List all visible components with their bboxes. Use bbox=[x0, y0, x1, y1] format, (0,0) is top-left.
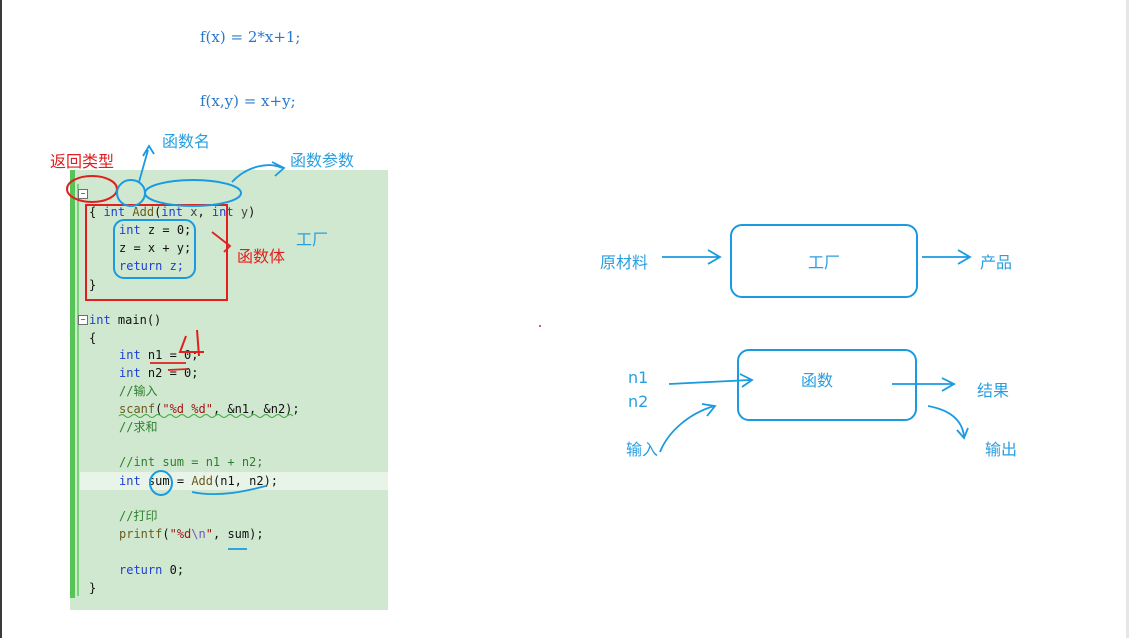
product-label: 产品 bbox=[980, 253, 1013, 272]
code-line-return-0[interactable]: return 0; bbox=[119, 563, 185, 577]
raw-material-label: 原材料 bbox=[600, 253, 649, 272]
code-comment-print[interactable]: //打印 bbox=[119, 509, 158, 523]
code-line-main-brace-open[interactable]: { bbox=[89, 331, 97, 345]
code-comment-int-sum[interactable]: //int sum = n1 + n2; bbox=[119, 455, 264, 469]
result-arrow bbox=[892, 377, 956, 392]
annotation-function-name: 函数名 bbox=[162, 132, 211, 151]
change-indicator-bar bbox=[70, 170, 75, 598]
output-arrow bbox=[927, 405, 969, 440]
factory-label: 工厂 bbox=[808, 253, 841, 272]
product-arrow bbox=[922, 249, 972, 265]
function-name-arrow bbox=[138, 144, 155, 183]
code-comment-input[interactable]: //输入 bbox=[119, 384, 158, 398]
annotation-function-params: 函数参数 bbox=[290, 151, 355, 170]
input-n1-label: n1 bbox=[628, 368, 649, 387]
code-line-main-brace-close[interactable]: } bbox=[89, 581, 97, 595]
result-label: 结果 bbox=[977, 381, 1010, 400]
output-label: 输出 bbox=[985, 440, 1018, 459]
scribble-four bbox=[178, 329, 204, 357]
code-line-printf[interactable]: printf("%d\n", sum); bbox=[119, 527, 264, 541]
return-type-circle bbox=[66, 175, 118, 203]
code-line-sum-assign[interactable]: int sum = Add(n1, n2); bbox=[119, 474, 279, 488]
raw-material-arrow bbox=[662, 249, 722, 265]
annotation-factory-side: 工厂 bbox=[296, 230, 329, 249]
code-line-add-signature[interactable]: int Add(int x, int y) bbox=[103, 205, 256, 219]
params-arrow bbox=[231, 161, 286, 183]
scanf-warning-squiggle bbox=[118, 414, 294, 418]
params-circle bbox=[144, 179, 242, 207]
fold-toggle-add[interactable]: − bbox=[78, 189, 88, 199]
factory-box bbox=[730, 224, 918, 298]
code-line-z-assign[interactable]: z = x + y; bbox=[119, 241, 192, 255]
current-line-highlight bbox=[80, 472, 388, 490]
input-label: 输入 bbox=[626, 440, 659, 459]
code-line-brace-close[interactable]: } bbox=[89, 278, 97, 292]
function-body-arrow bbox=[211, 231, 232, 253]
add-call-underline bbox=[191, 485, 267, 496]
code-line-return-z[interactable]: return z; bbox=[119, 259, 185, 273]
window-right-border bbox=[1126, 0, 1129, 638]
outline-guide-bar bbox=[77, 184, 79, 596]
annotation-function-body: 函数体 bbox=[237, 247, 286, 266]
function-body-box bbox=[85, 204, 228, 301]
code-line-scanf[interactable]: scanf("%d %d", &n1, &n2); bbox=[119, 402, 300, 416]
code-line-int-z[interactable]: int z = 0; bbox=[119, 223, 192, 237]
sum-circle bbox=[149, 470, 173, 496]
red-underline-n1-n2 bbox=[150, 362, 189, 371]
formula-sum: f(x,y) = x+y; bbox=[200, 92, 296, 110]
function-label: 函数 bbox=[801, 371, 834, 390]
body-statements-box bbox=[113, 219, 196, 279]
function-box bbox=[737, 349, 917, 421]
code-line-brace-open[interactable]: { bbox=[89, 205, 97, 219]
input-arrow bbox=[659, 403, 717, 453]
code-editor-panel[interactable] bbox=[70, 170, 388, 610]
code-line-main-signature[interactable]: int main() bbox=[89, 313, 162, 327]
input-n2-label: n2 bbox=[628, 392, 649, 411]
function-name-circle bbox=[116, 179, 146, 207]
annotation-return-type: 返回类型 bbox=[50, 152, 115, 171]
formula-linear: f(x) = 2*x+1; bbox=[200, 28, 301, 46]
code-comment-sum[interactable]: //求和 bbox=[119, 420, 158, 434]
stray-dot bbox=[539, 325, 541, 327]
window-left-border bbox=[0, 0, 2, 638]
n1-arrow bbox=[668, 373, 754, 388]
fold-toggle-main[interactable]: − bbox=[78, 315, 88, 325]
